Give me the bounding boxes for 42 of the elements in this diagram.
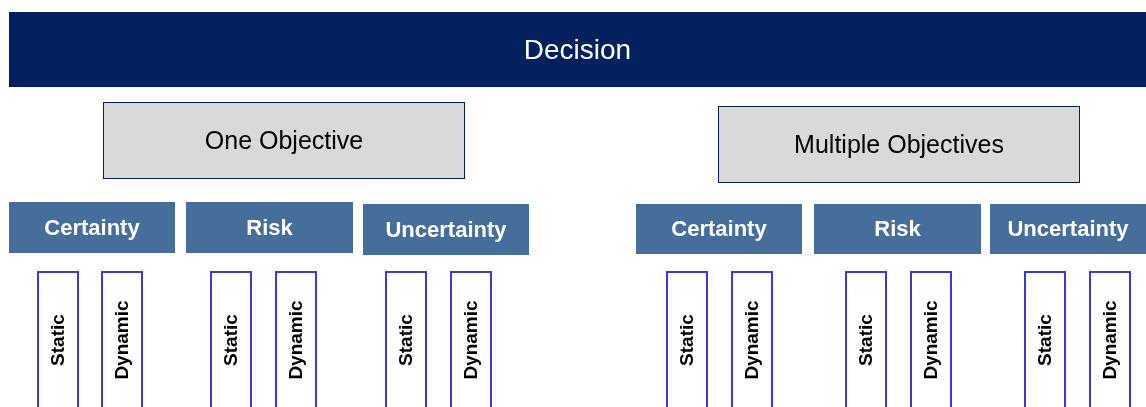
type-box <box>101 271 143 407</box>
objective-box <box>103 102 465 179</box>
node-label: Risk <box>874 216 921 242</box>
type-box <box>385 271 427 407</box>
node-label: Static <box>676 314 698 366</box>
type-box <box>275 271 317 407</box>
node-label: Uncertainty <box>1007 216 1129 242</box>
node-label: Dynamic <box>920 300 942 380</box>
node-label: Static <box>47 314 69 366</box>
node-label: Static <box>1034 314 1056 366</box>
type-box <box>666 271 708 407</box>
category-box <box>9 202 175 253</box>
title-bar <box>9 12 1146 87</box>
type-box <box>731 271 773 407</box>
node-label: Static <box>395 314 417 366</box>
node-label: Certainty <box>44 214 140 241</box>
type-box <box>37 271 79 407</box>
type-box <box>910 271 952 407</box>
category-box <box>363 204 529 255</box>
category-box <box>814 204 981 254</box>
node-label: Risk <box>246 214 293 241</box>
type-box <box>210 271 252 407</box>
type-box <box>1024 271 1066 407</box>
node-label: Dynamic <box>285 300 307 380</box>
node-label: One Objective <box>204 126 364 155</box>
node-label: Static <box>855 314 877 366</box>
node-label: Uncertainty <box>385 216 507 243</box>
category-box <box>990 204 1146 254</box>
node-label: Dynamic <box>741 300 763 380</box>
node-label: Decision <box>523 33 632 66</box>
category-box <box>186 202 353 253</box>
objective-box <box>718 106 1080 183</box>
node-label: Multiple Objectives <box>794 130 1004 159</box>
type-box <box>845 271 887 407</box>
node-label: Certainty <box>671 216 767 242</box>
node-label: Dynamic <box>111 300 133 380</box>
category-box <box>636 204 802 254</box>
node-label: Dynamic <box>460 300 482 380</box>
type-box <box>450 271 492 407</box>
type-box <box>1089 271 1131 407</box>
node-label: Dynamic <box>1099 300 1121 380</box>
node-label: Static <box>220 314 242 366</box>
